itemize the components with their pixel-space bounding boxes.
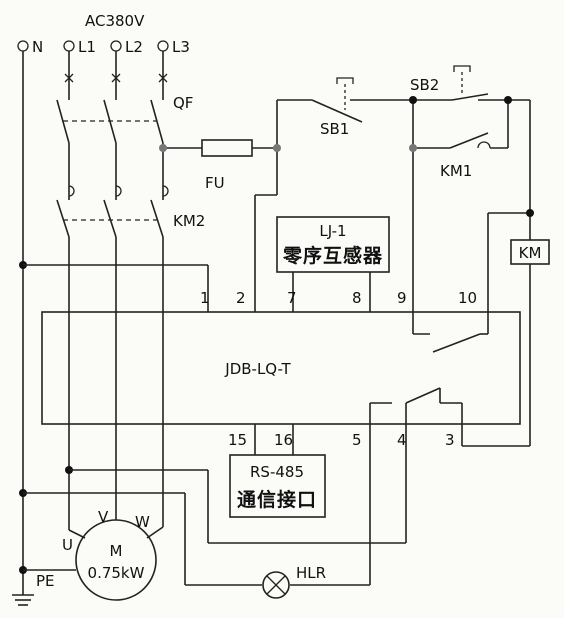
label-km1: KM1: [440, 162, 472, 180]
label-l2: L2: [125, 38, 143, 56]
terminal-l2: [110, 40, 122, 52]
breaker-qf: [56, 73, 168, 144]
motor-terminal-u: U: [62, 536, 73, 554]
terminal-label: 10: [458, 289, 477, 307]
terminal-label: 15: [228, 431, 247, 449]
label-fu: FU: [205, 174, 225, 192]
controller-box: JDB-LQ-T: [41, 311, 521, 425]
label-km2: KM2: [173, 212, 205, 230]
terminal-label: 7: [287, 289, 297, 307]
fuse-fu: [201, 139, 253, 157]
motor: M 0.75kW U V W: [62, 508, 164, 601]
supply-voltage: AC380V: [85, 12, 145, 30]
motor-power: 0.75kW: [88, 564, 145, 582]
contactor-km2: [56, 185, 169, 238]
terminal-l1: [63, 40, 75, 52]
pe-label: PE: [36, 572, 55, 590]
sensor-model: LJ-1: [319, 222, 346, 240]
power-lines: [22, 51, 164, 595]
label-sb2: SB2: [410, 76, 439, 94]
terminal-n: [17, 40, 29, 52]
sensor-lj1: LJ-1 零序互感器: [276, 216, 390, 312]
label-sb1: SB1: [320, 120, 349, 138]
terminal-label: 3: [445, 431, 455, 449]
motor-terminal-w: W: [135, 513, 150, 531]
terminal-label: 8: [352, 289, 362, 307]
terminal-l3: [157, 40, 169, 52]
motor-symbol: M: [110, 542, 123, 560]
ground-pe: PE: [12, 569, 76, 606]
label-n: N: [32, 38, 43, 56]
terminal-label: 16: [274, 431, 293, 449]
terminal-label: 1: [200, 289, 210, 307]
lamp-hlr: HLR: [262, 564, 326, 599]
controller-terminals: 1 2 7 8 9 10 15 16 5 4 3: [200, 289, 477, 449]
label-l3: L3: [172, 38, 190, 56]
controller-model: JDB-LQ-T: [224, 360, 291, 378]
terminal-label: 9: [397, 289, 407, 307]
labels: AC380V N L1 L2 L3 QF FU KM2 SB1 SB2 KM1 …: [32, 12, 541, 262]
sensor-name: 零序互感器: [282, 244, 383, 267]
terminal-label: 4: [397, 431, 407, 449]
label-l1: L1: [78, 38, 96, 56]
label-qf: QF: [173, 94, 193, 112]
comm-model: RS-485: [250, 463, 304, 481]
lamp-label: HLR: [296, 564, 326, 582]
comm-rs485: RS-485 通信接口: [229, 424, 326, 518]
terminal-label: 2: [236, 289, 246, 307]
label-km: KM: [519, 244, 542, 262]
terminal-label: 5: [352, 431, 362, 449]
motor-terminal-v: V: [98, 508, 109, 526]
comm-name: 通信接口: [237, 488, 317, 511]
